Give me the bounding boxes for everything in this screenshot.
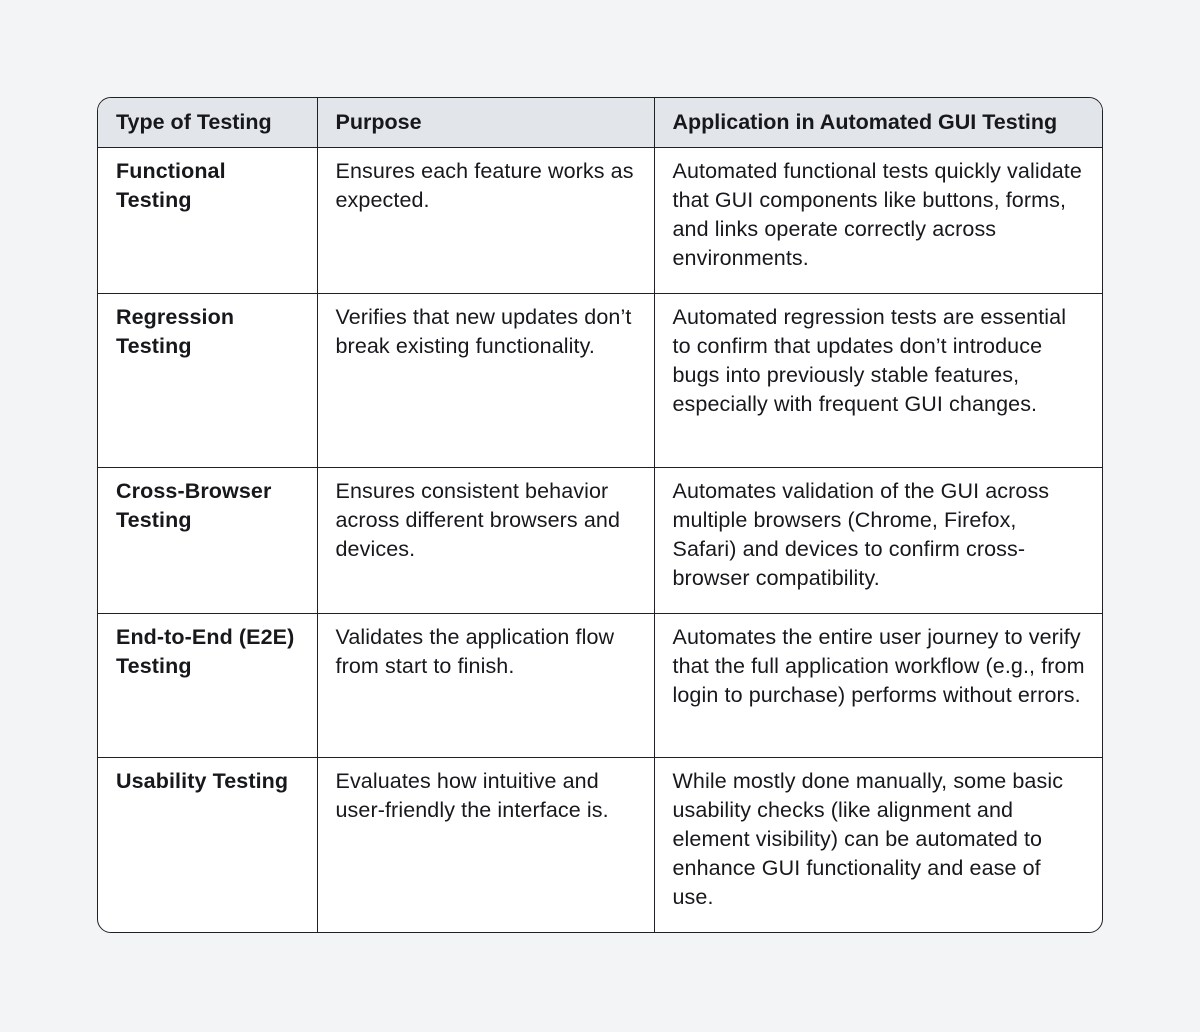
type-cell: End-to-End (E2E) Testing (98, 613, 318, 758)
purpose-cell: Validates the application flow from star… (317, 613, 655, 758)
table-row: End-to-End (E2E) Testing Validates the a… (98, 613, 1102, 758)
table-header-row: Type of Testing Purpose Application in A… (98, 98, 1102, 148)
header-type-of-testing: Type of Testing (98, 98, 318, 148)
application-cell: Automated functional tests quickly valid… (654, 147, 1102, 294)
purpose-cell: Verifies that new updates don’t break ex… (317, 293, 655, 468)
purpose-cell: Evaluates how intuitive and user-friendl… (317, 757, 655, 932)
testing-types-table: Type of Testing Purpose Application in A… (97, 97, 1103, 933)
table-row: Regression Testing Verifies that new upd… (98, 293, 1102, 468)
type-cell: Usability Testing (98, 757, 318, 932)
application-cell: While mostly done manually, some basic u… (672, 768, 1064, 909)
header-application: Application in Automated GUI Testing (654, 98, 1102, 148)
purpose-cell: Ensures each feature works as expected. (317, 147, 655, 294)
purpose-cell: Ensures consistent behavior across diffe… (317, 467, 655, 614)
table-row: Usability Testing Evaluates how intuitiv… (98, 757, 1102, 932)
type-cell: Regression Testing (98, 293, 318, 468)
type-cell: Cross-Browser Testing (98, 467, 318, 614)
table-row: Functional Testing Ensures each feature … (98, 147, 1102, 294)
comparison-table: Type of Testing Purpose Application in A… (98, 98, 1102, 932)
application-cell: Automates validation of the GUI across m… (654, 467, 1102, 614)
type-cell: Functional Testing (98, 147, 318, 294)
application-cell: Automates the entire user journey to ver… (654, 613, 1102, 758)
header-purpose: Purpose (317, 98, 655, 148)
application-cell: Automated regression tests are essential… (654, 293, 1102, 468)
table-row: Cross-Browser Testing Ensures consistent… (98, 467, 1102, 614)
